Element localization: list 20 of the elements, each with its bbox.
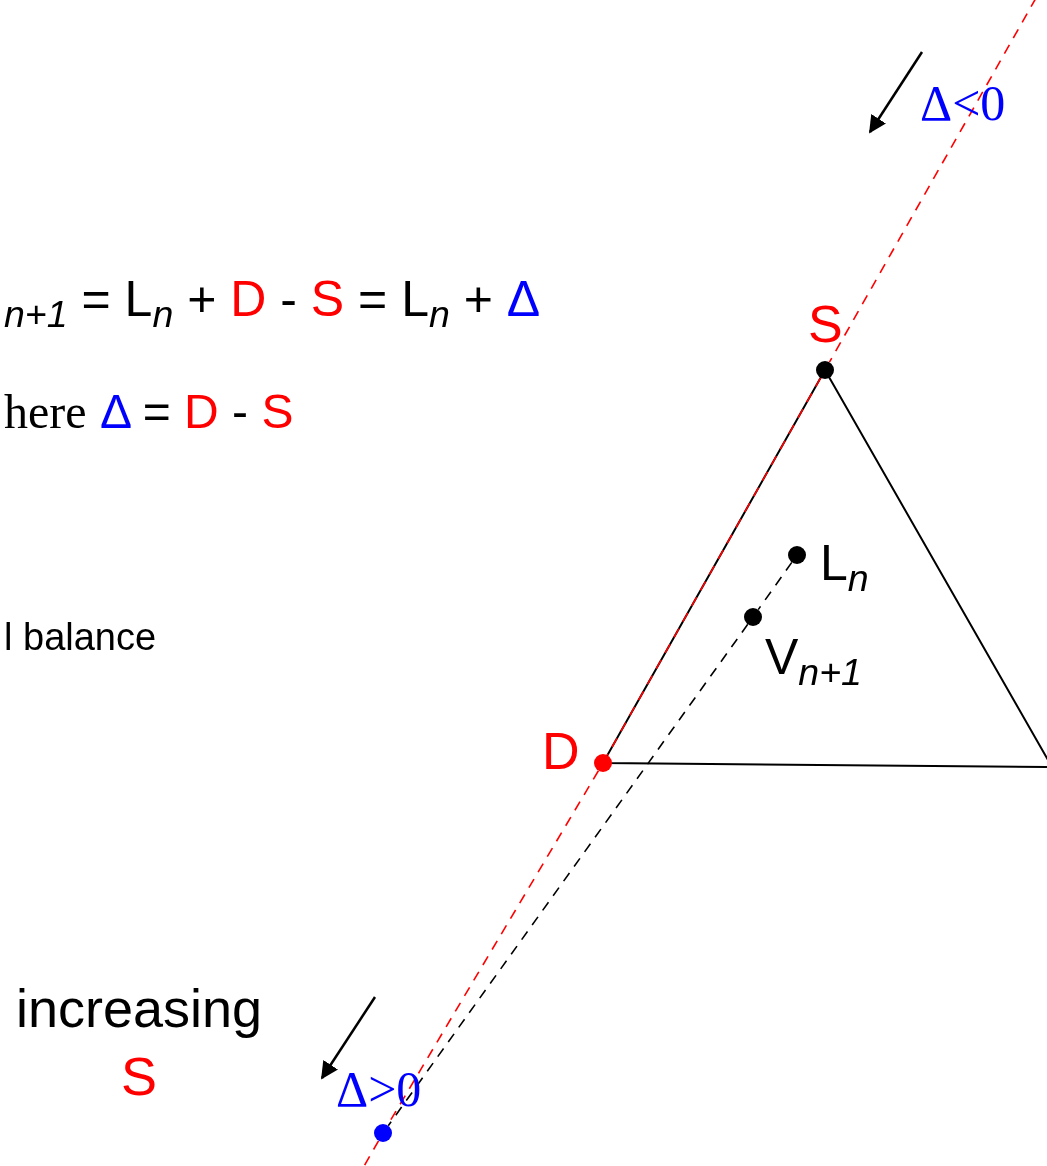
data-point [744,608,762,626]
point-label: V$_{n+1}$ [765,632,862,692]
dashed-line [757,561,793,611]
point-label: L$_{n}$ [820,538,869,598]
point-label: S [808,298,843,350]
data-point [594,754,612,772]
dashed-line [362,1140,380,1166]
direction-label: increasing S [16,977,263,1108]
data-point [788,546,806,564]
data-point [374,1124,392,1142]
point-label: D [542,725,580,777]
point-label: Δ>0 [336,1064,422,1114]
dashed-line [606,377,822,756]
note-text: l balance [4,618,157,656]
dashed-line [828,0,1037,363]
equation: $_{n+1}$ = L$_{n}$ + D - S = L$_{n}$ + Δ [4,274,541,334]
dashed-line [387,623,749,1127]
equation: here Δ = D - S [4,388,294,436]
delta-sign-label: Δ<0 [920,78,1006,128]
data-point [816,361,834,379]
